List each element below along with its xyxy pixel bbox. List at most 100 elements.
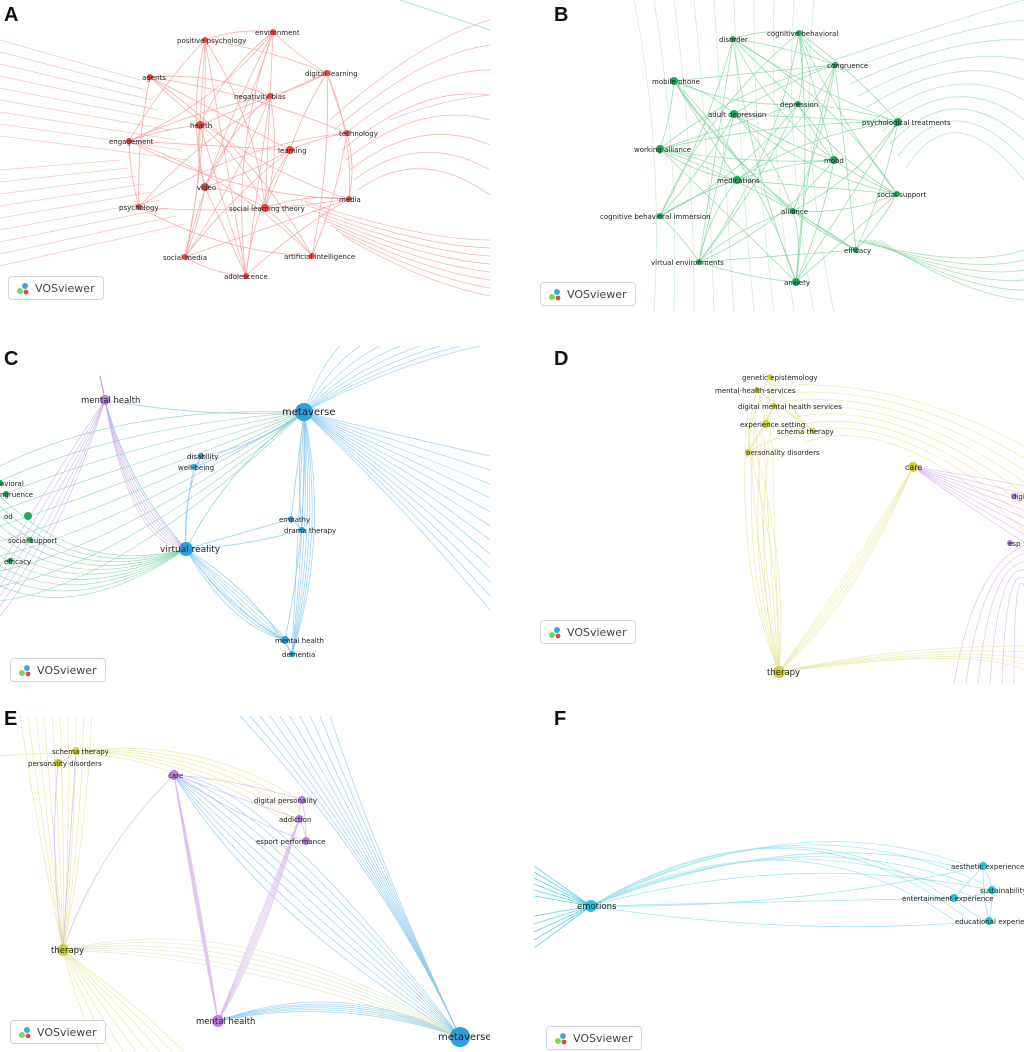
edge (357, 168, 490, 196)
edges (0, 346, 490, 655)
node-label: anxiety (784, 279, 810, 287)
edge (873, 83, 1024, 121)
node-media (346, 196, 352, 202)
edge (149, 76, 291, 151)
node-label: schema therapy (777, 428, 834, 436)
edge (264, 149, 291, 209)
node-virtual-reality (179, 542, 193, 556)
node-esp (1007, 540, 1013, 546)
node-label: therapy (767, 668, 800, 678)
edge (863, 239, 1024, 273)
edge (75, 747, 301, 801)
badge-label: VOSviewer (567, 287, 627, 301)
edge (732, 38, 797, 283)
edge (138, 132, 348, 208)
edge (733, 64, 836, 115)
node-schema-therapy (72, 747, 80, 755)
node-social-support (27, 537, 33, 543)
panel-letter-b: B (554, 4, 569, 26)
edge (736, 179, 898, 195)
vosviewer-logo-icon (17, 283, 29, 295)
node-label: digi (1012, 493, 1024, 501)
edge (217, 815, 301, 1022)
node-label: digital personality (254, 797, 317, 805)
edge (303, 411, 490, 611)
edge (291, 411, 305, 655)
edge (912, 466, 1024, 503)
edge (534, 905, 592, 941)
node-label: care (168, 772, 183, 780)
edge (771, 440, 780, 673)
edge (204, 149, 291, 188)
edge (698, 103, 799, 263)
edge (59, 716, 64, 951)
edge (534, 871, 592, 907)
edge (0, 548, 187, 586)
edge (149, 76, 350, 200)
node-learning (286, 146, 294, 154)
edge (0, 515, 187, 563)
edge (199, 95, 271, 126)
vosviewer-badge: VOSviewer (10, 1020, 106, 1044)
edge (311, 209, 490, 257)
node-label: depression (780, 101, 818, 109)
edge (19, 716, 64, 951)
node-label: mental-health-services (715, 387, 796, 395)
edge (0, 135, 189, 161)
edge (799, 428, 1024, 519)
node-mental-health (100, 395, 110, 405)
node-label: learning (278, 147, 307, 155)
edge (732, 38, 835, 161)
edge (912, 466, 1024, 543)
edge (784, 406, 1024, 483)
node-label: cognitive behavioral (767, 30, 838, 38)
vosviewer-badge: VOSviewer (540, 620, 636, 644)
edge (341, 234, 490, 297)
node-label: engagement (109, 138, 154, 146)
node-label: personality disorders (746, 449, 820, 457)
edge (795, 193, 898, 283)
node-negativity-bias (267, 93, 273, 99)
node-label: experience setting (740, 421, 805, 429)
node-label: adult depression (708, 111, 766, 119)
edge (965, 553, 1024, 684)
edge (389, 94, 490, 121)
node-video (201, 183, 209, 191)
node-well-being (191, 464, 197, 470)
edge (173, 774, 461, 1038)
edge (62, 949, 461, 1038)
node-schema-therapy (810, 428, 816, 434)
edge (104, 399, 305, 414)
edge (747, 389, 758, 453)
edge (291, 411, 311, 655)
edge (303, 346, 461, 413)
edge (534, 889, 592, 907)
edge (0, 207, 169, 243)
node-digi (1011, 493, 1017, 499)
edge (185, 411, 305, 550)
edge (104, 399, 187, 550)
node-label: entertainment experience (902, 895, 993, 903)
edge (311, 132, 348, 257)
edge (1013, 582, 1024, 684)
edge (62, 716, 93, 951)
edge (0, 399, 106, 587)
edge (217, 815, 301, 1022)
edge (855, 193, 898, 251)
edge (193, 411, 305, 468)
edges (744, 376, 1024, 684)
edge (62, 942, 461, 1038)
edge (269, 716, 461, 1038)
edge (0, 411, 305, 512)
edge (778, 656, 1024, 673)
node-od (24, 512, 32, 520)
edge (128, 39, 206, 142)
edge (303, 346, 441, 413)
edge (798, 32, 836, 66)
edge (659, 215, 700, 263)
edge (303, 411, 490, 597)
node-addiction (295, 815, 303, 823)
edge (62, 938, 461, 1038)
vosviewer-logo-icon (549, 289, 561, 301)
